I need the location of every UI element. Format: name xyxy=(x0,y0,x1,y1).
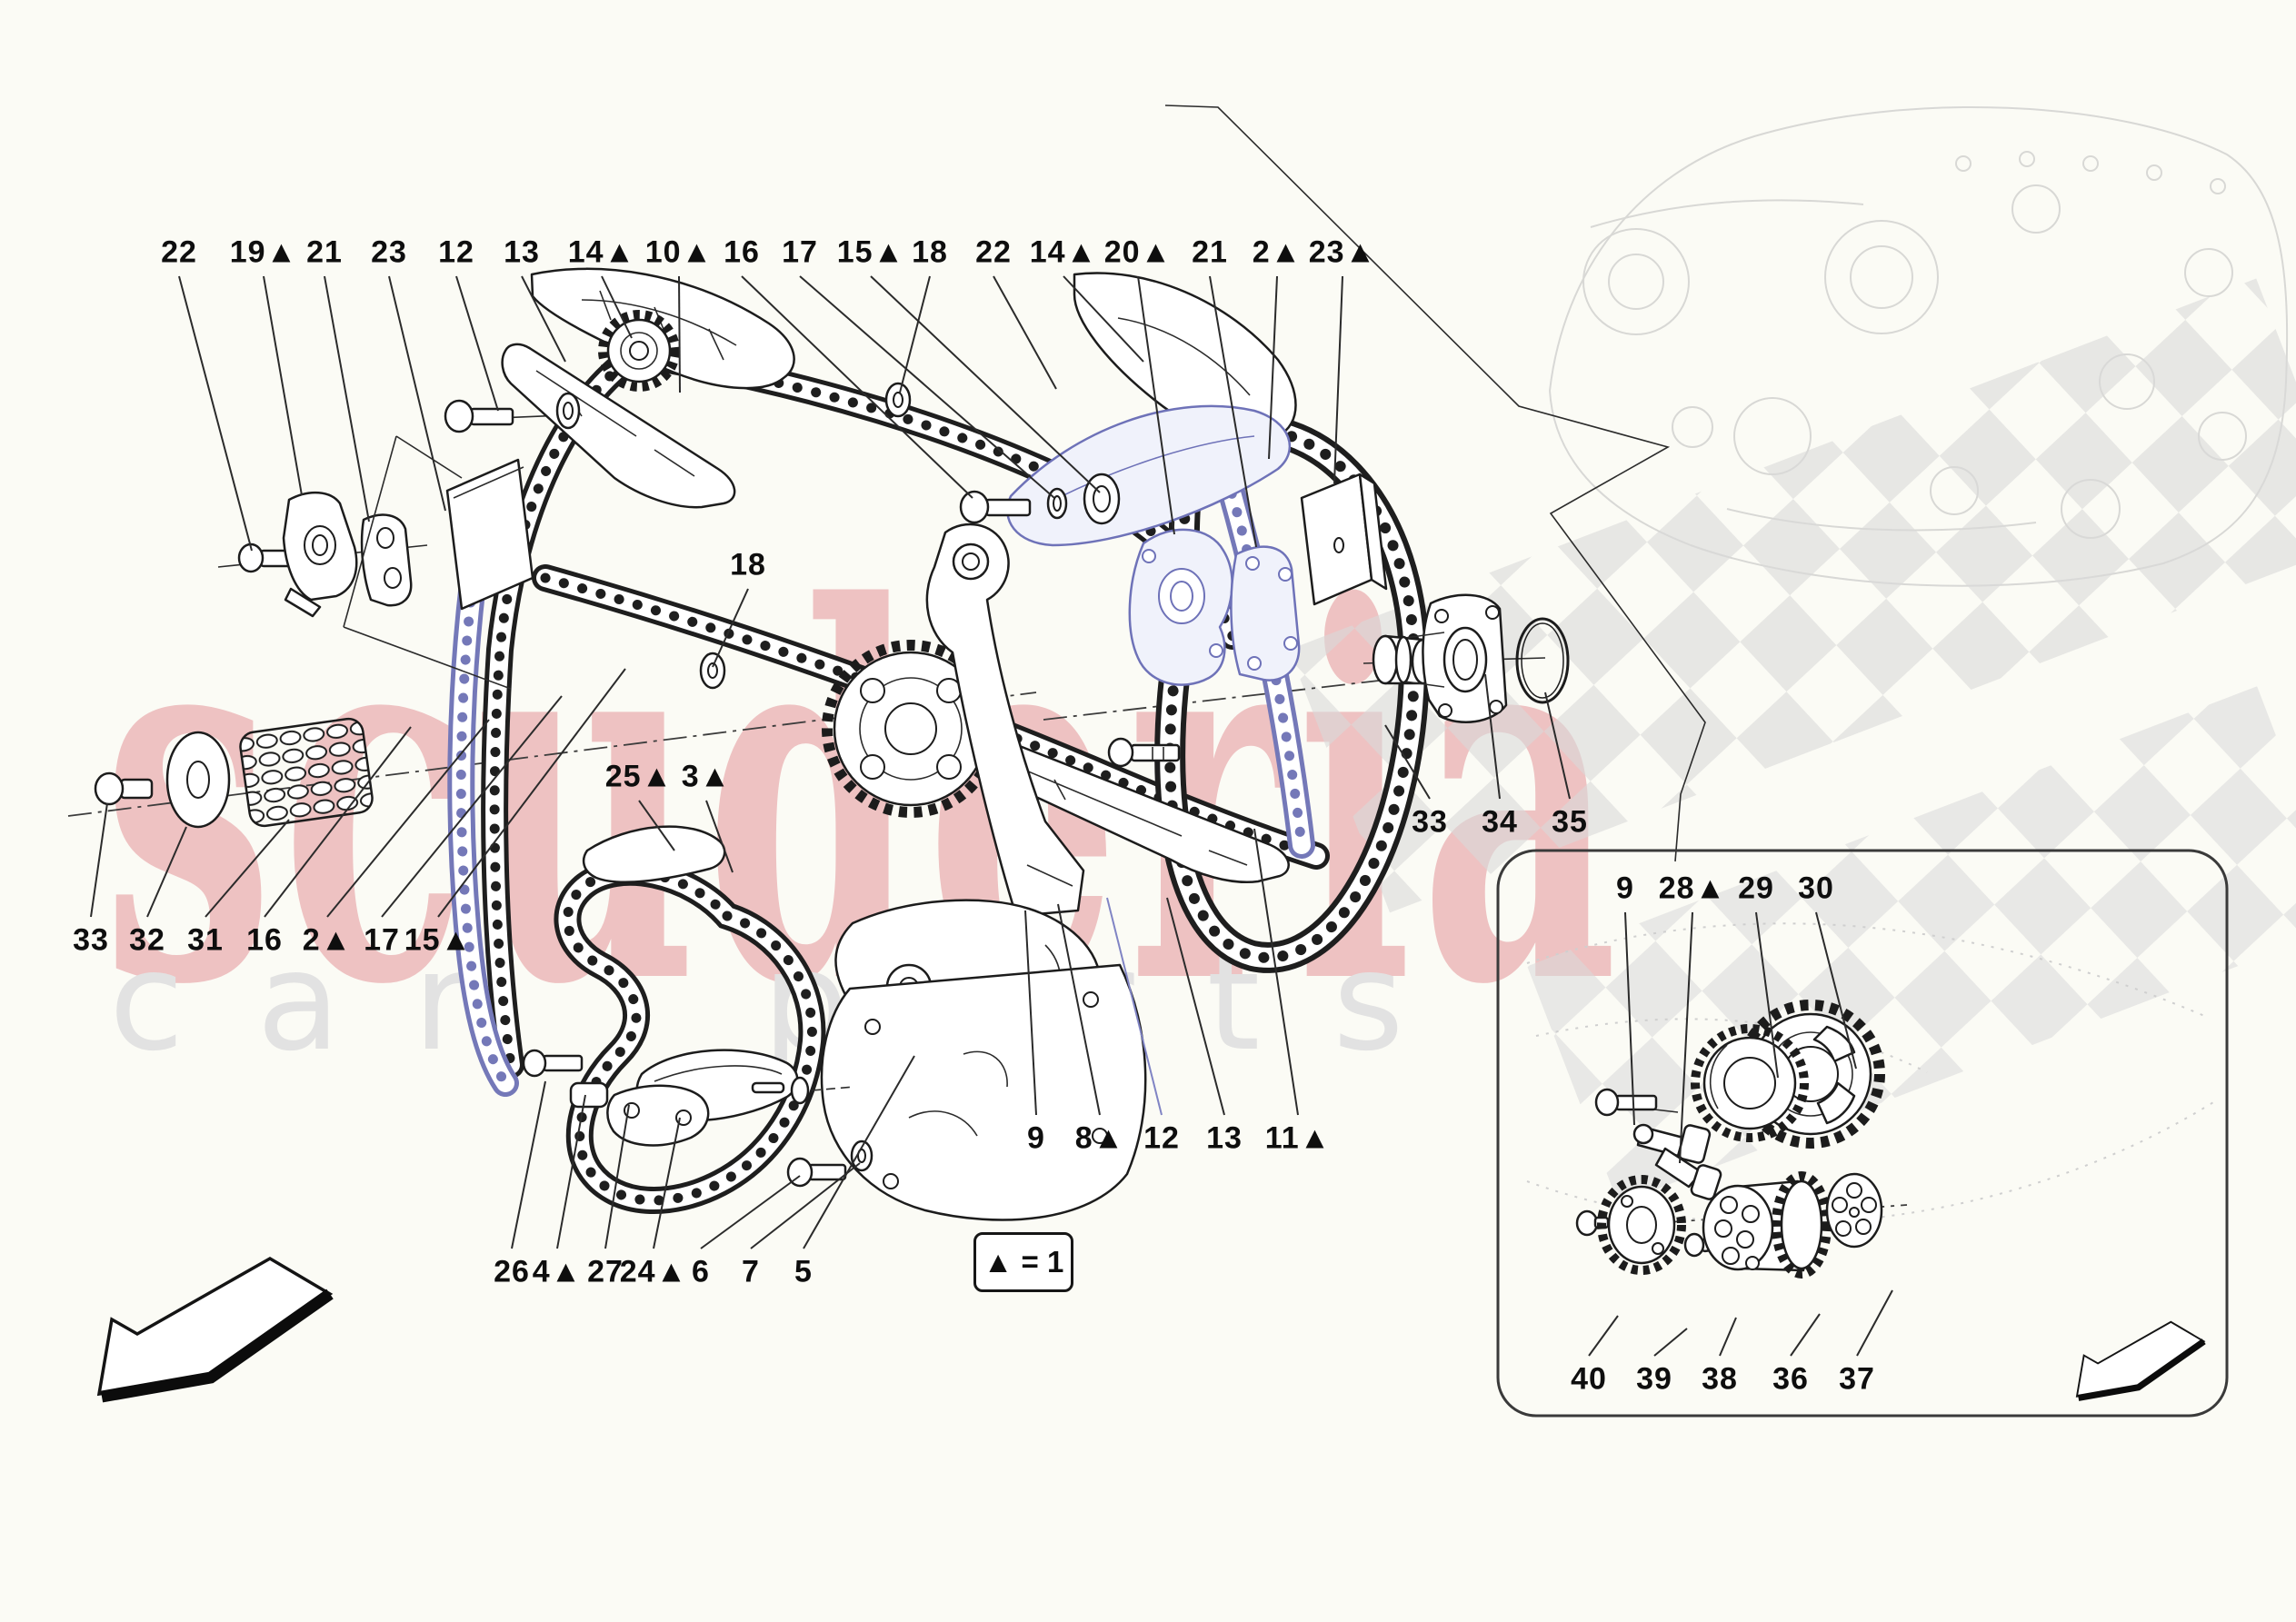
leader-line xyxy=(1484,673,1501,800)
leader-line xyxy=(556,1094,586,1249)
leader-line xyxy=(178,275,253,552)
washer-disc-left xyxy=(165,731,231,829)
oil-pump-right xyxy=(1128,528,1233,686)
o-ring xyxy=(1515,617,1570,704)
location-arrow-inset xyxy=(2077,1322,2204,1398)
leader-line xyxy=(1106,897,1163,1116)
leader-line xyxy=(899,275,931,393)
leader-line xyxy=(1544,692,1571,800)
leader-line xyxy=(1024,910,1037,1116)
inset-spider-washer xyxy=(1825,1172,1883,1249)
leader-line xyxy=(1755,911,1779,1079)
watermark-subtitle: car parts xyxy=(109,923,1477,1081)
oil-pump-gasket-right xyxy=(1230,545,1301,682)
bolt-left xyxy=(94,771,154,806)
leader-line xyxy=(700,1175,801,1249)
leader-line xyxy=(653,1117,681,1249)
leader-line xyxy=(750,1162,861,1249)
oil-pump-chain-loop xyxy=(567,872,812,1200)
leader-line xyxy=(1653,1328,1688,1357)
leader-line xyxy=(799,275,1055,499)
leader-line xyxy=(1856,1289,1893,1357)
leader-line xyxy=(1209,275,1257,548)
leader-line xyxy=(1057,903,1101,1116)
legend-box: ▲ = 1 xyxy=(973,1232,1073,1292)
leader-line xyxy=(1333,275,1343,484)
leader-line xyxy=(1063,275,1144,363)
leader-line xyxy=(604,1104,630,1249)
camshaft-sprocket-top xyxy=(598,310,680,392)
leader-line xyxy=(1268,275,1278,460)
leader-line xyxy=(263,275,303,496)
leader-line xyxy=(1137,275,1175,535)
leader-lines-layer xyxy=(90,275,1893,1357)
leader-line xyxy=(1588,1315,1619,1357)
leader-line xyxy=(146,826,187,918)
inset-sprocket xyxy=(1597,1175,1686,1275)
leader-line xyxy=(388,275,446,512)
leader-line xyxy=(455,275,499,412)
leader-line xyxy=(741,275,973,499)
leader-line xyxy=(326,719,490,918)
inset-tensioner-bracket xyxy=(1632,1123,1722,1200)
checkered-flag-band-upper xyxy=(1288,278,2296,913)
leader-line xyxy=(1384,724,1431,800)
leader-line xyxy=(1253,828,1299,1116)
leader-line xyxy=(993,275,1057,390)
leader-line xyxy=(870,275,1101,493)
leader-line xyxy=(638,800,675,851)
leader-line xyxy=(1166,897,1225,1116)
leader-line xyxy=(381,695,563,918)
tensioner-pivot-arm xyxy=(925,522,1085,918)
inset-gear-large xyxy=(1736,1000,1885,1149)
location-arrow-main xyxy=(99,1259,330,1397)
leader-line xyxy=(1815,911,1857,1070)
leader-line xyxy=(324,275,370,522)
inset-pump-body xyxy=(1702,1171,1832,1279)
gear-cluster-31 xyxy=(239,717,374,828)
inset-gear-small xyxy=(1691,1024,1809,1142)
oil-pump-bracket xyxy=(282,491,358,618)
bolt-center xyxy=(1107,737,1181,768)
leader-line xyxy=(1624,911,1635,1126)
pump-flange xyxy=(1394,593,1508,723)
leader-line xyxy=(678,275,681,393)
tensioner-block-right xyxy=(1300,473,1388,606)
tensioner-pad-small xyxy=(582,825,726,883)
gasket-top-left xyxy=(360,513,413,607)
location-pointer-lines xyxy=(1164,104,1706,862)
tensioner-pad-block xyxy=(445,458,534,611)
inset-bolt xyxy=(1594,1088,1658,1117)
leader-line xyxy=(705,800,734,873)
leader-line xyxy=(601,275,633,339)
leader-line xyxy=(1719,1317,1737,1357)
leader-line xyxy=(511,1080,546,1249)
leader-line xyxy=(437,668,626,918)
chain-cover-plates xyxy=(820,899,1147,1221)
leader-line xyxy=(803,1055,915,1249)
exploded-triangle-lines xyxy=(343,435,512,690)
leader-line xyxy=(521,275,566,363)
leader-line xyxy=(712,588,749,668)
leader-line xyxy=(205,819,290,918)
leader-line xyxy=(1790,1313,1821,1357)
chain-guide-blue xyxy=(1006,404,1292,547)
screw-and-washers-top xyxy=(444,382,1121,690)
leader-line xyxy=(264,726,412,918)
legend-text: ▲ = 1 xyxy=(983,1245,1064,1279)
leader-line xyxy=(90,802,108,918)
inset-detail-panel xyxy=(1496,849,2229,1418)
leader-line xyxy=(1679,911,1693,1164)
bottom-fasteners xyxy=(522,1049,873,1188)
